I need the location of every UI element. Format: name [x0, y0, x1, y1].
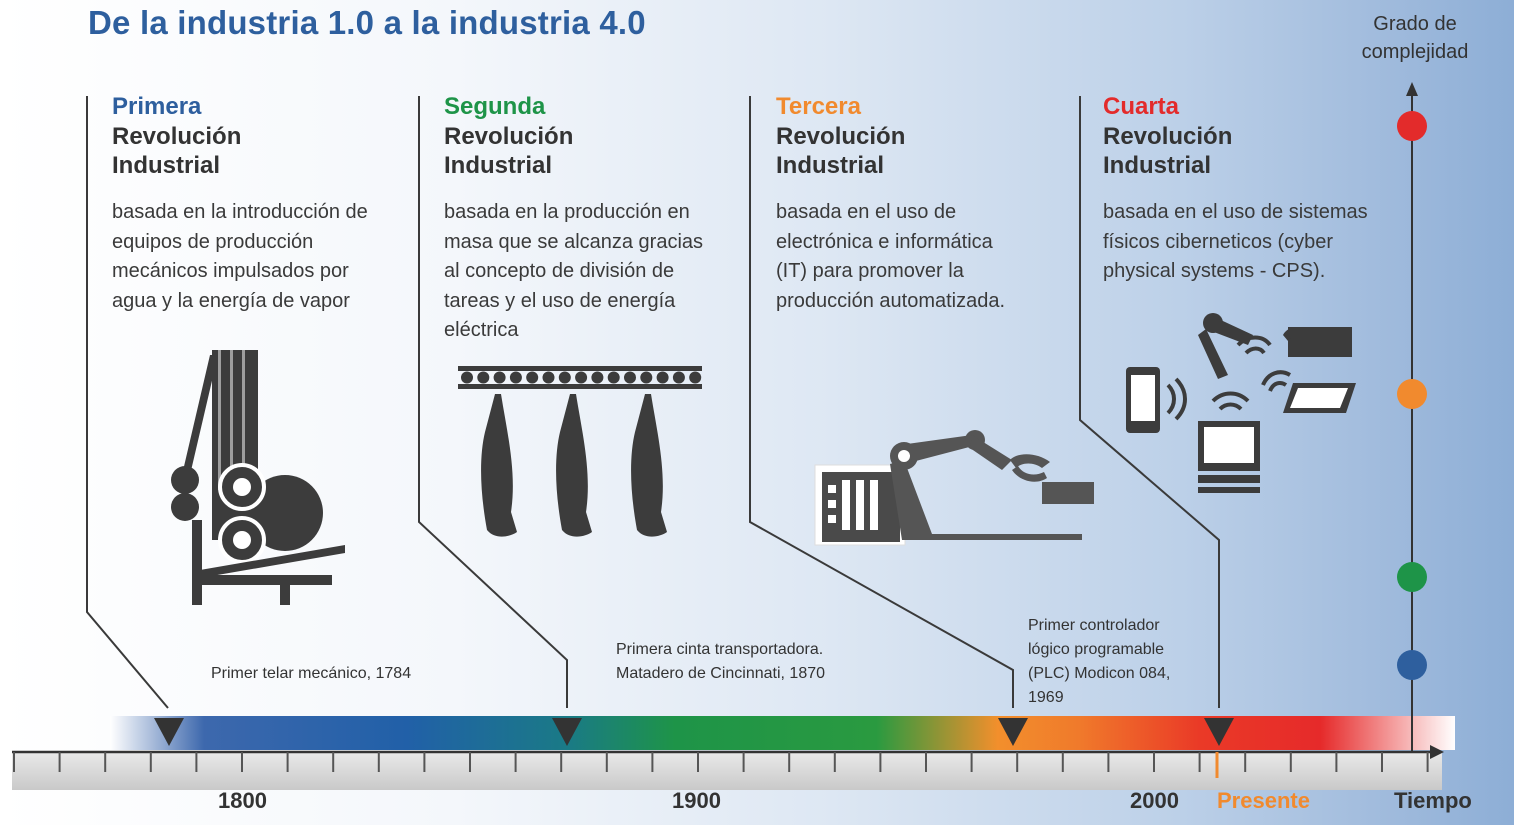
time-axis-label: Tiempo — [1394, 788, 1472, 813]
era-line-1 — [86, 96, 169, 709]
complexity-level-dot — [1397, 111, 1427, 141]
milestone-marker-2 — [552, 718, 582, 746]
revolution-description: basada en el uso de electrónica e inform… — [776, 201, 1006, 312]
complexity-level-dot — [1397, 379, 1427, 409]
industrial-robot-arm-icon — [814, 430, 1094, 546]
revolution-ordinal: Tercera — [776, 93, 861, 120]
revolution-name: Revolución — [776, 123, 906, 150]
timeline-color-band — [110, 716, 1455, 750]
revolution-ordinal: Segunda — [444, 93, 546, 120]
complexity-level-dot — [1397, 650, 1427, 680]
revolution-ordinal: Primera — [112, 93, 202, 120]
era-line-2 — [418, 96, 568, 708]
revolution-description: basada en la introducción de equipos de … — [112, 201, 368, 312]
revolution-4: Cuarta Revolución Industrial basada en e… — [1103, 92, 1368, 287]
revolution-3: Tercera Revolución Industrial basada en … — [776, 92, 1005, 316]
year-label-1800: 1800 — [218, 788, 267, 813]
time-ruler — [12, 752, 1442, 790]
complexity-axis-title: Grado de complejidad — [1361, 13, 1469, 63]
revolution-name: Revolución — [1103, 123, 1233, 150]
mechanical-loom-icon — [171, 350, 345, 605]
milestone-marker-4 — [1204, 718, 1234, 746]
conveyor-belt-icon — [458, 366, 702, 537]
page-title: De la industria 1.0 a la industria 4.0 — [88, 4, 646, 41]
present-label: Presente — [1217, 788, 1310, 813]
revolution-1: Primera Revolución Industrial basada en … — [112, 92, 368, 316]
year-label-2000: 2000 — [1130, 788, 1179, 813]
revolution-description: basada en el uso de sistemas físicos cib… — [1103, 201, 1368, 282]
revolution-ordinal: Cuarta — [1103, 93, 1180, 120]
era-line-4 — [1079, 96, 1220, 708]
revolution-name-line2: Industrial — [444, 152, 553, 179]
revolution-name: Revolución — [112, 123, 242, 150]
ruler-ticks — [13, 752, 1429, 772]
revolution-2: Segunda Revolución Industrial basada en … — [444, 92, 703, 346]
revolution-name-line2: Industrial — [112, 152, 221, 179]
era-line-3 — [749, 96, 1014, 708]
complexity-arrow-head — [1406, 82, 1418, 96]
cyber-physical-devices-icon — [1126, 313, 1356, 493]
revolution-description: basada en la producción en masa que se a… — [444, 201, 704, 341]
milestone-marker-1 — [154, 718, 184, 746]
milestone-label-1: Primer telar mecánico, 1784 — [211, 665, 412, 682]
milestone-label-3: Primer controlador lógico programable (P… — [1028, 617, 1171, 706]
milestone-label-2: Primera cinta transportadora. Matadero d… — [616, 641, 826, 682]
revolution-name-line2: Industrial — [776, 152, 885, 179]
year-label-1900: 1900 — [672, 788, 721, 813]
complexity-level-dot — [1397, 562, 1427, 592]
time-arrow-head — [1430, 745, 1444, 759]
milestone-marker-3 — [998, 718, 1028, 746]
revolution-name: Revolución — [444, 123, 574, 150]
revolution-name-line2: Industrial — [1103, 152, 1212, 179]
